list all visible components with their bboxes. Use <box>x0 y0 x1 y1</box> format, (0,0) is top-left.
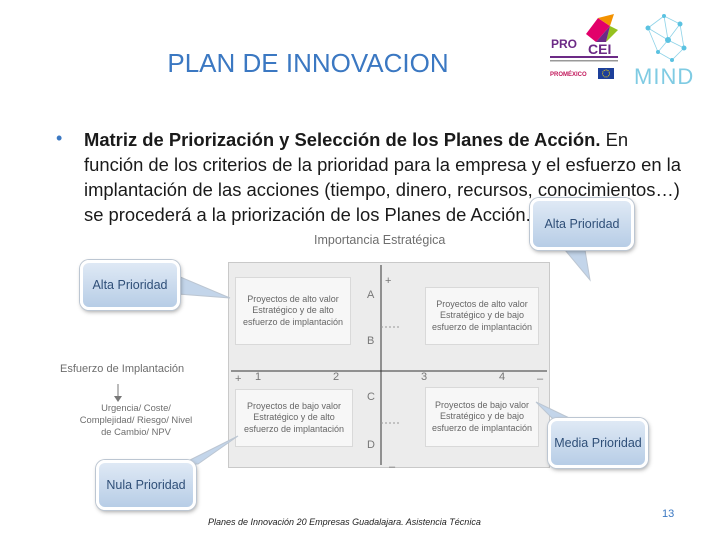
callout-nula-prioridad: Nula Prioridad <box>96 460 196 510</box>
bullet: • <box>56 128 63 148</box>
procei-logo: PRO CEI PROMÉXICO <box>548 12 620 80</box>
callout-media-prioridad: Media Prioridad <box>548 418 648 468</box>
horizontal-minus: – <box>537 373 544 385</box>
label-4: 4 <box>499 371 506 383</box>
quadrant-bottom-left: Proyectos de bajo valor Estratégico y de… <box>235 389 353 447</box>
importance-label: Importancia Estratégica <box>314 233 446 247</box>
horizontal-plus: + <box>235 373 242 385</box>
quadrant-top-left: Proyectos de alto valor Estratégico y de… <box>235 277 351 345</box>
label-a: A <box>367 289 375 301</box>
label-2: 2 <box>333 371 340 383</box>
body-paragraph: Matriz de Priorización y Selección de lo… <box>84 127 684 227</box>
page-title: PLAN DE INNOVACION <box>167 48 449 78</box>
priority-matrix: Proyectos de alto valor Estratégico y de… <box>228 262 550 473</box>
page-number: 13 <box>662 508 675 520</box>
svg-text:PRO: PRO <box>551 37 577 51</box>
callout-alta-prioridad-left: Alta Prioridad <box>80 260 180 310</box>
mind-logo: MIND <box>628 8 716 94</box>
label-3: 3 <box>421 371 428 383</box>
label-1: 1 <box>255 371 262 383</box>
svg-text:MIND: MIND <box>634 64 694 89</box>
vertical-minus: – <box>389 461 396 473</box>
procei-logo-graphic: PRO CEI PROMÉXICO <box>550 14 618 79</box>
vertical-plus: + <box>385 275 392 287</box>
effort-factors: Urgencia/ Coste/ Complejidad/ Riesgo/ Ni… <box>79 402 193 437</box>
quadrant-top-right: Proyectos de alto valor Estratégico y de… <box>425 287 539 345</box>
body-text: En función de los criterios de la priori… <box>84 129 681 225</box>
body-bold-text: Matriz de Priorización y Selección de lo… <box>84 129 601 150</box>
label-c: C <box>367 391 375 403</box>
callout-alta-prioridad-top: Alta Prioridad <box>530 198 634 250</box>
svg-text:CEI: CEI <box>588 41 611 57</box>
svg-text:PROMÉXICO: PROMÉXICO <box>550 70 587 78</box>
label-b: B <box>367 335 375 347</box>
mind-logo-graphic: MIND <box>634 14 694 89</box>
quadrant-bottom-right: Proyectos de bajo valor Estratégico y de… <box>425 387 539 447</box>
label-d: D <box>367 439 375 451</box>
footer-text: Planes de Innovación 20 Empresas Guadala… <box>208 517 481 527</box>
matrix-axes <box>231 265 547 465</box>
effort-label: Esfuerzo de Implantación <box>60 363 185 375</box>
